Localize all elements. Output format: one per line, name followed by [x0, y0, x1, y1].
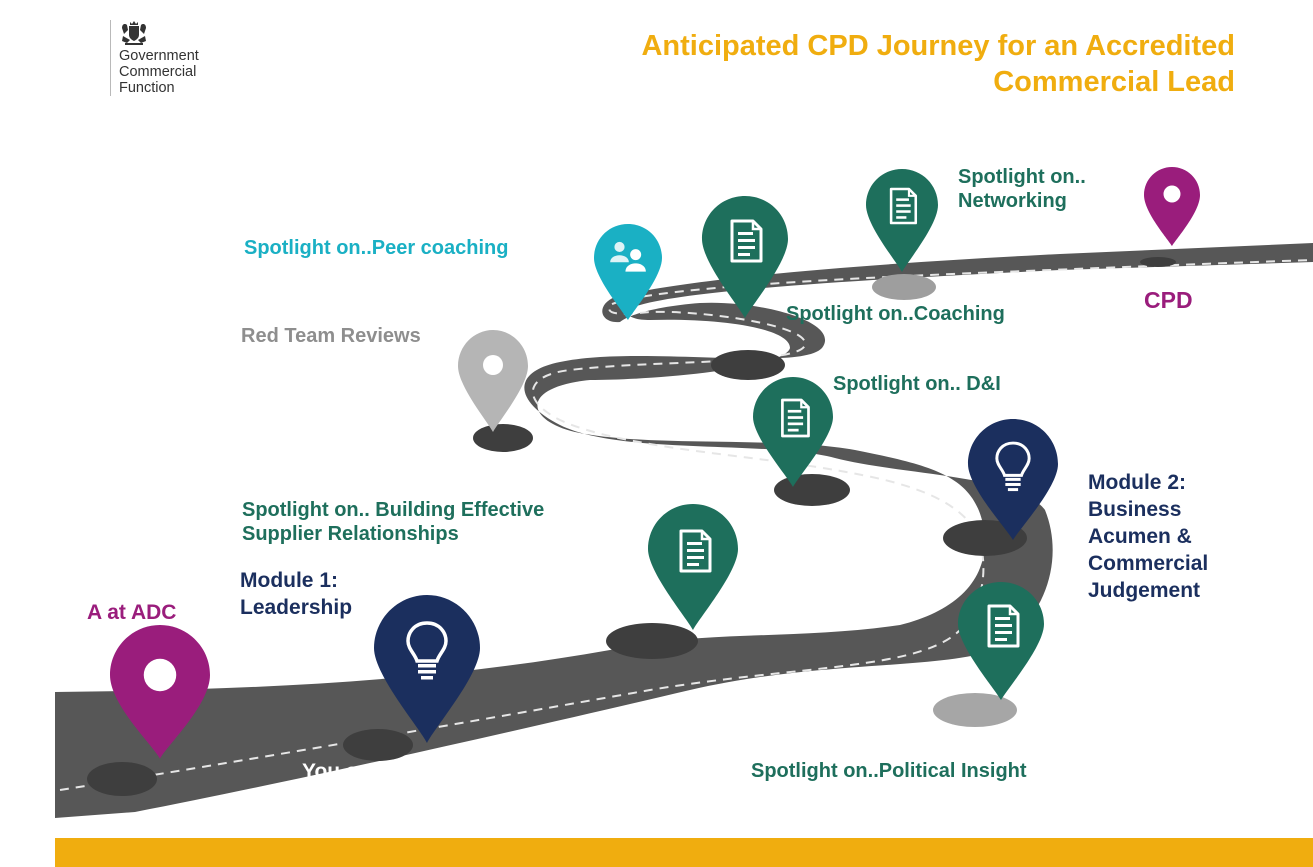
page-title-line-2: Commercial Lead [993, 66, 1235, 98]
royal-coat-of-arms-icon [122, 21, 146, 45]
pin-shadow-red-team [473, 424, 533, 452]
pin-shadow-political [933, 693, 1017, 727]
label-coaching: Spotlight on..Coaching [786, 303, 1005, 325]
label-module-1: Module 1: Leadership [240, 567, 352, 621]
document-icon-supplier [648, 504, 738, 630]
label-networking-line-1: Spotlight on.. [958, 166, 1086, 188]
logo-line-1: Government [119, 48, 199, 64]
pin-shadow-coaching [711, 350, 785, 380]
label-module-2-line-4: Commercial [1088, 552, 1209, 575]
document-icon-political [958, 582, 1044, 700]
label-networking-line-2: Networking [958, 190, 1067, 212]
lightbulb-icon-module2 [968, 419, 1058, 540]
pin-shadow-networking [872, 274, 936, 300]
label-dni: Spotlight on.. D&I [833, 373, 1001, 395]
pin-shadow-module1 [343, 729, 413, 761]
label-supplier-relationships: Spotlight on.. Building Effective Suppli… [242, 498, 544, 546]
document-icon-coaching [702, 196, 788, 318]
document-icon-networking [866, 169, 938, 272]
footer-accent-bar [55, 838, 1313, 867]
label-networking: Spotlight on.. Networking [958, 165, 1086, 213]
label-supplier-line-2: Supplier Relationships [242, 523, 459, 545]
label-module-2-line-2: Business [1088, 498, 1182, 521]
lightbulb-icon-module1 [374, 595, 480, 743]
label-you-are-here: You are here [302, 760, 428, 783]
label-module-2: Module 2: Business Acumen & Commercial J… [1088, 469, 1208, 604]
label-module-2-line-5: Judgement [1088, 579, 1201, 602]
logo-line-3: Function [119, 80, 175, 96]
road [55, 243, 1313, 818]
page-title-line-1: Anticipated CPD Journey for an Accredite… [641, 30, 1235, 62]
page-title: Anticipated CPD Journey for an Accredite… [641, 28, 1235, 100]
pin-shadow-supplier [606, 623, 698, 659]
label-cpd: CPD [1144, 287, 1193, 313]
label-module-1-line-1: Module 1: [240, 569, 338, 592]
pin-shadow-dni [774, 474, 850, 506]
document-icon-dni [753, 377, 833, 487]
label-political-insight: Spotlight on..Political Insight [751, 760, 1027, 782]
label-module-2-line-1: Module 2: [1088, 471, 1186, 494]
government-commercial-function-logo: Government Commercial Function [110, 20, 199, 96]
label-module-2-line-3: Acumen & [1088, 525, 1192, 548]
label-red-team-reviews: Red Team Reviews [241, 325, 421, 347]
map-pin-icon-red-team [458, 330, 528, 432]
logo-line-2: Commercial [119, 64, 197, 80]
map-pin-icon-end [1144, 167, 1200, 246]
map-pin-icon-start [110, 625, 210, 759]
label-peer-coaching: Spotlight on..Peer coaching [244, 237, 509, 259]
pin-shadow-end [1140, 257, 1176, 267]
pin-shadow-start [87, 762, 157, 796]
people-icon-peer-coaching [594, 224, 662, 320]
label-start-a-at-adc: A at ADC [87, 601, 177, 624]
label-module-1-line-2: Leadership [240, 596, 353, 619]
label-supplier-line-1: Spotlight on.. Building Effective [242, 499, 545, 521]
road-center-line [59, 259, 1313, 791]
